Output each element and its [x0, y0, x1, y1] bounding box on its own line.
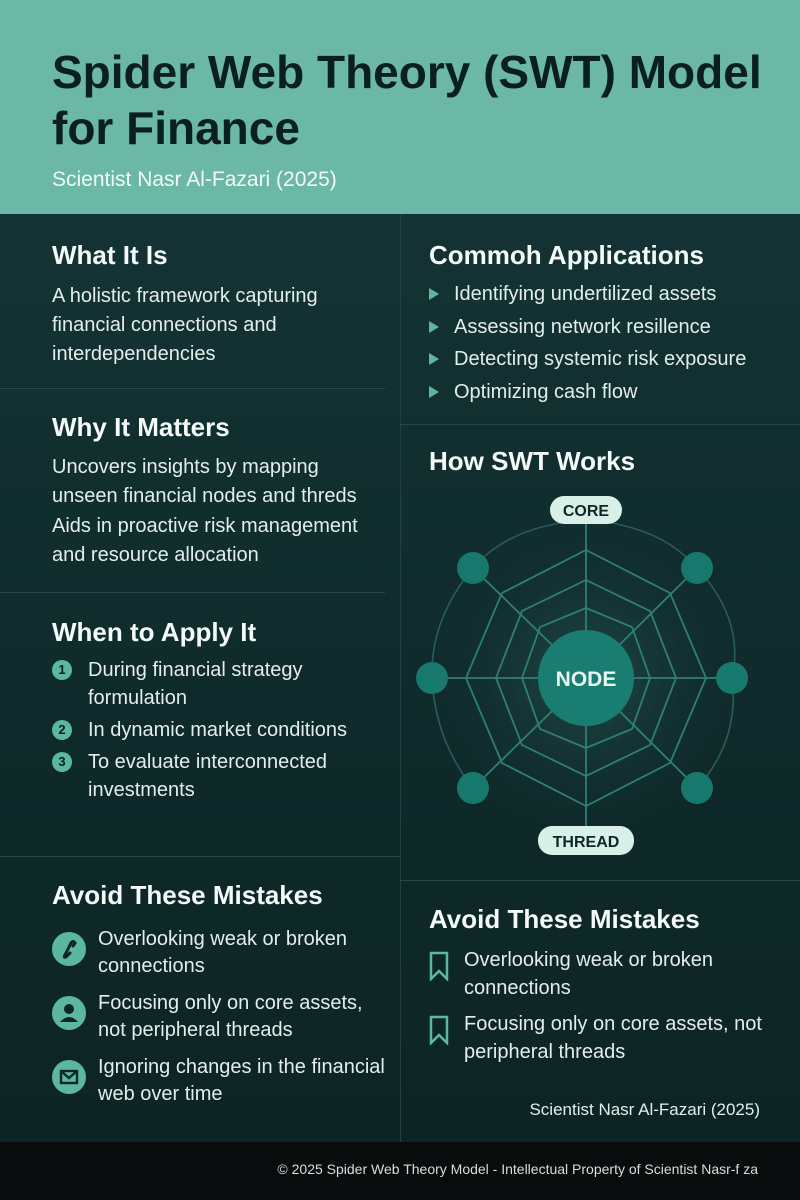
- section-divider: [0, 388, 385, 389]
- list-item: Focusing only on core assets, not periph…: [429, 1010, 774, 1066]
- section-divider: [400, 880, 800, 881]
- list-item: 3 To evaluate interconnected investments: [52, 748, 372, 804]
- list-item-text: Detecting systemic risk exposure: [454, 348, 747, 370]
- bookmark-icon: [429, 1015, 449, 1053]
- list-item-text: To evaluate interconnected investments: [88, 751, 328, 801]
- list-item-text: Overlooking weak or broken connections: [464, 949, 714, 999]
- list-item-text: Overlooking weak or broken connections: [98, 928, 348, 977]
- list-item: Assessing network resillence: [429, 311, 774, 344]
- node-circle: [457, 552, 489, 584]
- section-divider: [400, 424, 800, 425]
- avoid-mistakes-left-title: Avoid These Mistakes: [52, 880, 323, 910]
- how-it-works-title: How SWT Works: [429, 446, 636, 476]
- when-to-apply-title: When to Apply It: [52, 617, 257, 647]
- list-item: Overlooking weak or broken connections: [429, 946, 774, 1002]
- when-to-apply-list: 1 During financial strategy formulation 2…: [52, 656, 372, 808]
- avoid-mistakes-right-title: Avoid These Mistakes: [429, 904, 700, 934]
- applications-list: Identifying undertilized assets Assessin…: [429, 278, 774, 408]
- header-banner: Spider Web Theory (SWT) Model for Financ…: [0, 0, 800, 214]
- person-icon: [52, 996, 86, 1030]
- list-item: Detecting systemic risk exposure: [429, 343, 774, 376]
- list-item: 1 During financial strategy formulation: [52, 656, 372, 712]
- list-item: 2 In dynamic market conditions: [52, 716, 372, 744]
- core-label: CORE: [563, 503, 610, 520]
- list-item: Ignoring changes in the financial web ov…: [52, 1054, 387, 1110]
- triangle-bullet-icon: [429, 288, 439, 300]
- node-label: NODE: [556, 668, 617, 691]
- list-item-text: Focusing only on core assets, not periph…: [464, 1013, 762, 1063]
- copyright-text: © 2025 Spider Web Theory Model - Intelle…: [277, 1161, 758, 1177]
- list-item: Optimizing cash flow: [429, 376, 774, 409]
- why-it-matters-text-2: Aids in proactive risk management and re…: [52, 515, 358, 566]
- thread-label: THREAD: [553, 834, 620, 851]
- triangle-bullet-icon: [429, 385, 439, 398]
- node-circle: [457, 772, 489, 804]
- triangle-bullet-icon: [429, 353, 439, 365]
- what-it-is-text: A holistic framework capturing financial…: [52, 285, 318, 365]
- why-it-matters-title: Why It Matters: [52, 412, 230, 442]
- number-badge: 1: [52, 660, 72, 680]
- why-it-matters-text-1: Uncovers insights by mapping unseen fina…: [52, 456, 357, 507]
- list-item-text: Assessing network resillence: [454, 315, 711, 338]
- avoid-mistakes-right-list: Overlooking weak or broken connections F…: [429, 946, 774, 1074]
- author-signature: Scientist Nasr Al-Fazari (2025): [529, 1100, 760, 1119]
- applications-title: Commoh Applications: [429, 240, 704, 270]
- number-badge: 3: [52, 752, 72, 772]
- list-item-text: During financial strategy formulation: [88, 659, 303, 709]
- footer-bar: © 2025 Spider Web Theory Model - Intelle…: [0, 1142, 800, 1200]
- spider-web-diagram: NODE CORE THREAD: [411, 496, 761, 855]
- thread-label-pill: [538, 826, 634, 855]
- column-divider: [400, 214, 401, 1142]
- node-circle: [681, 772, 713, 804]
- list-item: Focusing only on core assets, not periph…: [52, 990, 387, 1046]
- list-item: Overlooking weak or broken connections: [52, 926, 387, 982]
- core-label-pill: [550, 496, 622, 524]
- avoid-mistakes-left-list: Overlooking weak or broken connections F…: [52, 926, 387, 1118]
- list-item-text: Identifying undertilized assets: [454, 283, 717, 305]
- triangle-bullet-icon: [429, 320, 439, 333]
- center-node: [538, 630, 634, 726]
- broken-link-icon: [52, 932, 86, 966]
- node-circle: [681, 552, 713, 584]
- section-divider: [0, 592, 385, 593]
- page-title: Spider Web Theory (SWT) Model for Financ…: [52, 46, 762, 154]
- number-badge: 2: [52, 720, 72, 740]
- node-circle: [716, 662, 748, 694]
- list-item-text: Focusing only on core assets, not periph…: [98, 992, 363, 1041]
- list-item-text: In dynamic market conditions: [88, 719, 348, 741]
- list-item-text: Optimizing cash flow: [454, 380, 638, 403]
- section-divider: [0, 856, 400, 857]
- outer-nodes: [416, 552, 748, 804]
- bookmark-icon: [429, 951, 449, 989]
- envelope-icon: [52, 1060, 86, 1094]
- page-subtitle: Scientist Nasr Al-Fazari (2025): [52, 168, 337, 191]
- node-circle: [416, 662, 448, 694]
- list-item-text: Ignoring changes in the financial web ov…: [98, 1056, 385, 1105]
- what-it-is-title: What It Is: [52, 240, 168, 270]
- list-item: Identifying undertilized assets: [429, 278, 774, 311]
